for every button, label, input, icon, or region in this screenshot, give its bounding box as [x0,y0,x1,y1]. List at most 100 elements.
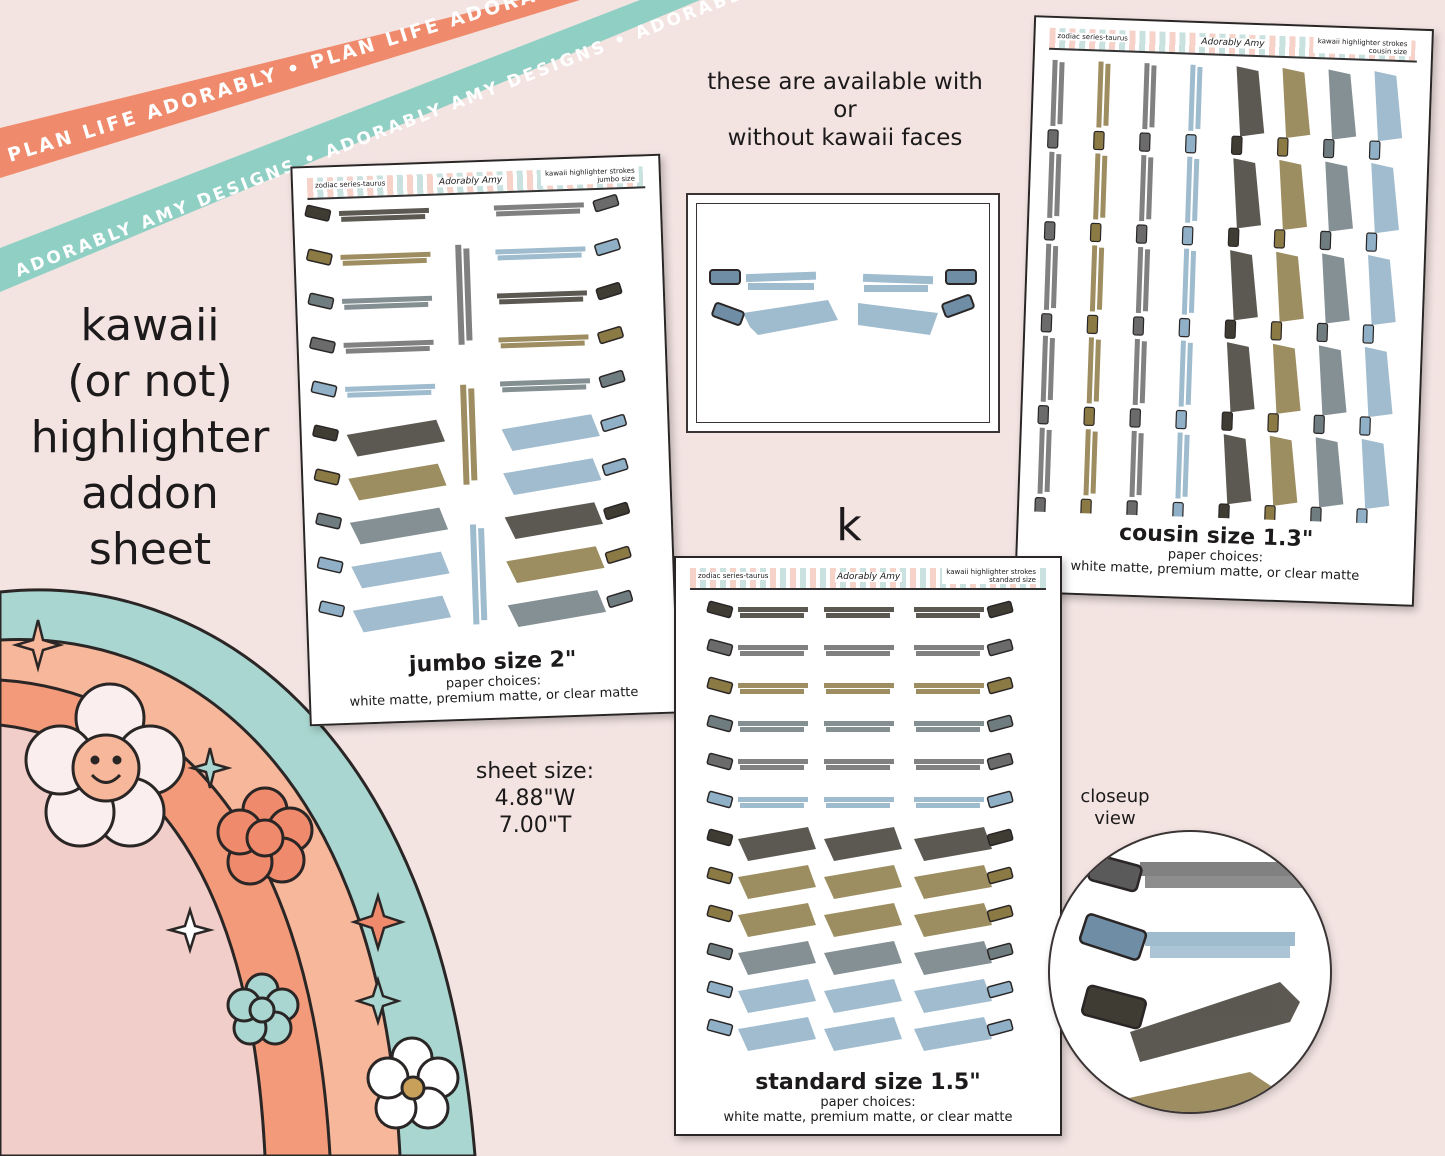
sheet-caption: standard size 1.5" paper choices: white … [676,1070,1060,1125]
closeup-line: closeup [1080,786,1150,807]
brand-logo: Adorably Amy [1199,36,1267,50]
marker-icon [315,512,342,530]
sheet-size-width: 4.88"W [494,786,576,811]
marker-icon [1135,224,1148,244]
marker-icon [1270,321,1283,341]
highlighter-sticker [1040,335,1055,402]
marker-icon [1359,416,1371,436]
highlighter-sticker [1089,245,1105,312]
marker-icon [1224,319,1237,339]
marker-icon [318,600,345,618]
marker-icon [1365,232,1378,252]
highlighter-sticker [1096,61,1111,128]
highlighter-sticker [824,645,894,656]
marker-icon [1086,314,1099,335]
sheet-size-text: sheet size: 4.88"W 7.00"T [455,758,615,839]
jumbo-sticker-grid [304,194,634,633]
highlighter-sticker [1037,427,1052,494]
highlighter-sticker [499,378,591,393]
highlighter-sticker [824,1017,902,1051]
highlighter-sticker [496,290,588,305]
sparkle-icon [187,747,233,789]
highlighter-sticker [1361,438,1390,510]
page-title: kawaii (or not) highlighter addon sheet [10,298,290,578]
highlighter-sticker [1269,435,1298,506]
highlighter-sticker [914,827,992,861]
marker-icon [986,980,1014,999]
marker-icon [1181,225,1194,246]
highlighter-sticker [738,1017,816,1051]
highlighter-sticker [1175,432,1190,499]
series-label: zodiac series-taurus [696,572,771,580]
highlighter-sticker [338,207,430,222]
highlighter-sticker [1083,429,1098,496]
jumbo-sheet: zodiac series-taurus Adorably Amy kawaii… [290,153,680,727]
highlighter-sticker [1272,343,1301,414]
marker-icon [1264,505,1276,525]
marker-icon [706,790,734,809]
closeup-circle [1048,830,1332,1114]
highlighter-sticker [455,244,473,345]
marker-icon [986,790,1014,809]
marker-icon [1227,227,1240,247]
marker-icon [986,676,1014,695]
brand-logo: Adorably Amy [436,175,505,188]
preview-strokes [709,269,977,335]
marker-icon [1132,316,1145,336]
marker-icon [706,828,734,847]
highlighter-sticker [1093,153,1108,220]
marker-icon [706,866,734,885]
marker-icon [597,326,624,345]
highlighter-sticker [348,463,447,501]
highlighter-sticker [1139,155,1154,222]
marker-icon [1034,496,1046,517]
marker-icon [1230,135,1243,156]
highlighter-sticker [738,797,808,808]
marker-icon [1316,322,1329,343]
highlighter-sticker [352,595,452,633]
highlighter-sticker [914,645,984,656]
marker-icon [1368,140,1381,160]
smiley-flower-icon [24,682,186,848]
highlighter-sticker [1185,156,1200,223]
faces-note: these are available with or without kawa… [690,68,1000,152]
highlighter-sticker [1325,161,1353,232]
highlighter-sticker [495,246,586,261]
highlighter-sticker [493,202,584,217]
marker-icon [706,1018,734,1037]
highlighter-sticker [738,759,808,770]
marker-icon [706,942,734,961]
highlighter-sticker [1371,163,1399,234]
paper-label: paper choices: [820,1095,916,1110]
closeup-label: closeup view [1060,786,1170,830]
marker-icon [600,413,627,433]
marker-icon [986,714,1014,733]
marker-icon [606,589,634,608]
highlighter-sticker [506,546,605,583]
highlighter-sticker [1142,63,1157,130]
highlighter-sticker [503,458,602,496]
marker-icon [1126,500,1138,520]
highlighter-sticker [824,759,894,770]
highlighter-sticker [469,524,488,625]
highlighter-sticker [1043,243,1059,310]
highlighter-sticker [1368,254,1396,326]
highlighter-sticker [738,979,816,1013]
marker-icon [1089,222,1102,243]
highlighter-sticker [914,979,992,1013]
marker-icon [986,904,1014,923]
title-line: kawaii [80,300,220,351]
highlighter-sticker [1188,64,1203,131]
sheet-caption: cousin size 1.3" paper choices: white ma… [1017,517,1415,586]
marker-icon [706,904,734,923]
marker-icon [986,600,1014,619]
sheet-size-label: sheet size: [475,759,595,784]
marker-icon [1040,313,1053,333]
paper-options: white matte, premium matte, or clear mat… [723,1110,1013,1125]
marker-icon [1043,221,1056,241]
marker-icon [706,752,734,771]
highlighter-sticker [824,903,902,937]
highlighter-sticker [1230,250,1258,321]
marker-icon [1080,498,1092,519]
